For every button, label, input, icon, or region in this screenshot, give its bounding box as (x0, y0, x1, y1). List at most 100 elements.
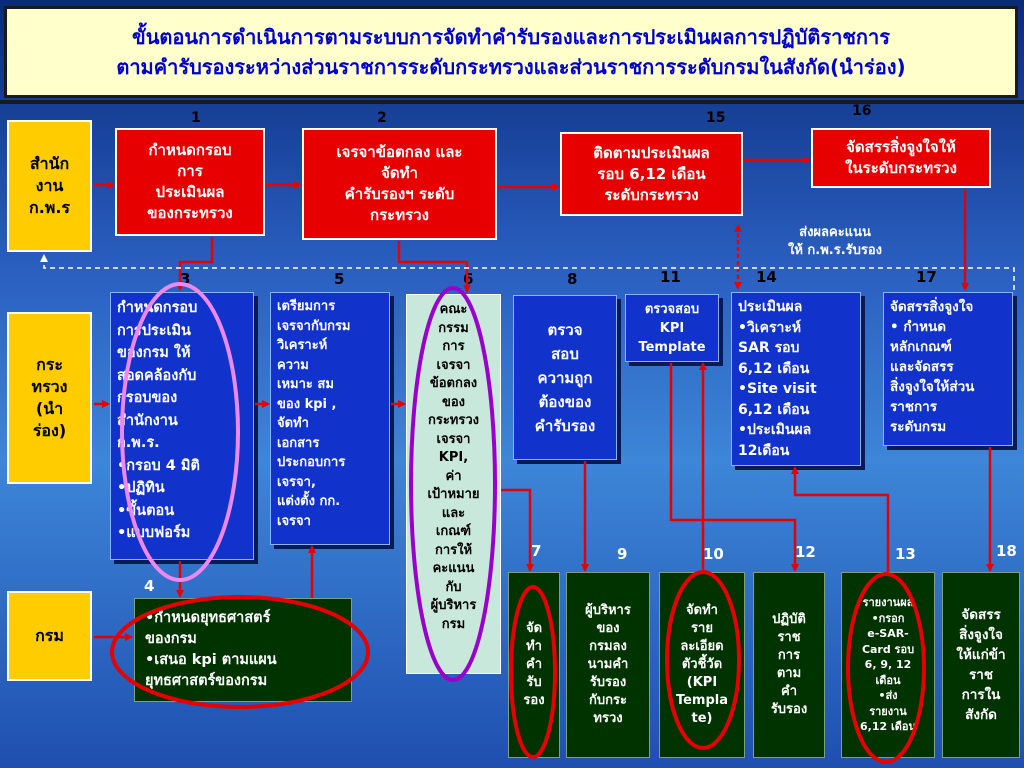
step-number: 10 (703, 545, 724, 563)
box-text: ให้แก่ข้า (956, 647, 1006, 663)
highlight-ellipse (409, 286, 497, 682)
box-text: คำ (781, 684, 797, 699)
step-number: 17 (916, 268, 937, 286)
box-text: กระทรวง (427, 413, 480, 428)
box-text: ระดับกระทรวง (604, 185, 699, 204)
box-text: หลักเกณฑ์ (890, 339, 952, 355)
highlight-ellipse (110, 595, 370, 709)
box-text: ของกระทรวง (147, 204, 233, 222)
step-number: 16 (852, 103, 872, 119)
box-text: ของ (596, 621, 620, 636)
box-text: วิเคราะห์ (277, 338, 328, 353)
box-text: ราชการ (890, 399, 937, 415)
box-text: สำนักงาน (117, 412, 178, 429)
box-text: เตรียมการ (277, 299, 336, 314)
box-text: KPI (659, 320, 685, 336)
box-text: กรอบของ (117, 390, 178, 406)
box-text: เป้าหมาย (427, 487, 480, 502)
highlight-ellipse (846, 572, 926, 764)
box-text: •Site visit (738, 381, 817, 397)
box-text: ของ kpi , (277, 396, 337, 412)
highlight-ellipse (509, 585, 557, 759)
row-label-text: กระ (36, 355, 63, 374)
box-text: ประกอบการ (277, 455, 346, 470)
box-text: เหมาะ สม (277, 377, 334, 392)
step-number: 15 (706, 110, 726, 126)
box-text: เอกสาร (277, 435, 320, 451)
box-text: เจรจา (436, 357, 471, 373)
box-text: ทรวง (593, 711, 623, 726)
row-label-text: ก.พ.ร (29, 198, 70, 217)
arrow (176, 237, 214, 291)
box-text: ของกรม ให้ (117, 345, 191, 361)
box-text: ราช (969, 667, 993, 683)
step-16-box: จัดสรรสิ่งจูงใจให้ ในระดับกระทรวง (811, 128, 991, 188)
box-text: สิ่งจูงใจ (959, 627, 1003, 643)
dashed-return-line (40, 254, 1015, 290)
box-text: การให้ (434, 542, 473, 558)
box-text: คำรับรองฯ ระดับ (344, 185, 455, 203)
box-text: •วิเคราะห์ (738, 319, 802, 336)
box-text: กำหนดกรอบ (117, 300, 198, 316)
box-text: ประเมินผล (155, 183, 225, 201)
box-text: •ปฏิทิน (117, 480, 165, 496)
step-10-box: จัดทำ ราย ละเอียด ตัวชี้วัด (KPI Templa … (659, 572, 745, 758)
box-text: จัด (525, 621, 543, 636)
step-4-box: •กำหนดยุทธศาสตร์ ของกรม •เสนอ kpi ตามแผน… (134, 598, 352, 702)
box-text: •ประเมินผล (738, 422, 812, 438)
box-text: เจรจาข้อตกลง และ (336, 143, 463, 161)
box-text: จัดสรร (961, 607, 1001, 623)
box-text: การ (777, 648, 801, 663)
box-text: ประเมินผล (738, 299, 803, 315)
box-text: ตัวชี้วัด (681, 657, 723, 672)
box-text: เกณฑ์ (435, 524, 472, 539)
box-text: เจรจา (436, 431, 471, 447)
highlight-ellipse (120, 282, 240, 582)
box-text: รอง (523, 693, 545, 708)
box-text: สังกัด (965, 707, 997, 723)
step-14-box: ประเมินผล •วิเคราะห์ SAR รอบ 6,12 เดือน … (731, 292, 861, 466)
box-text: กระทรวง (370, 206, 429, 224)
box-text: กรมลง (589, 639, 627, 654)
step-18-box: จัดสรร สิ่งจูงใจ ให้แก่ข้า ราช การใน สัง… (942, 572, 1020, 758)
box-text: 6,12 เดือน (738, 360, 810, 377)
title-line-2: ตามคำรับรองระหว่างส่วนราชการระดับกระทรวง… (116, 55, 906, 79)
arrow (791, 466, 890, 572)
box-text: ราย (691, 621, 713, 636)
box-text: กับ (445, 579, 462, 595)
row-label-ministry: กระ ทรวง (นำ ร่อง) (7, 312, 92, 484)
box-text: แต่งตั้ง กก. (277, 494, 341, 509)
note-text: ให้ ก.พ.ร.รับรอง (787, 243, 883, 258)
step-number: 9 (617, 545, 628, 563)
box-text: และจัดสรร (890, 359, 954, 375)
box-text: เดือน (875, 673, 901, 687)
box-text: นามคำ (587, 657, 629, 672)
box-text: กับกระ (589, 693, 627, 708)
box-text: จัดสรรสิ่งจูงใจให้ (846, 138, 956, 156)
row-label-text: กรม (35, 626, 64, 645)
step-number: 3 (180, 270, 191, 288)
title-line-1: ขั้นตอนการดำเนินการตามระบบการจัดทำคำรับร… (132, 25, 890, 49)
step-number: 14 (756, 268, 777, 286)
box-text: เจรจา, (277, 474, 316, 490)
box-text: รายงานผล (862, 596, 914, 610)
box-text: •ส่ง (878, 689, 898, 703)
box-text: กรม (441, 616, 466, 632)
row-label-text: สำนัก (29, 154, 70, 173)
box-text: ข้อตกลง (429, 376, 478, 391)
box-text: รับรอง (589, 675, 627, 690)
step-number: 8 (567, 270, 578, 288)
arrow (397, 241, 471, 293)
box-text: 6, 9, 12 (864, 658, 912, 672)
box-text: te) (691, 711, 713, 726)
step-number: 4 (144, 577, 155, 595)
row-label-text: งาน (35, 176, 64, 195)
box-text: ตรวจสอบ (644, 301, 700, 317)
note-text: ส่งผลคะแนน (799, 225, 871, 240)
step-2-box: เจรจาข้อตกลง และ จัดทำ คำรับรองฯ ระดับ ก… (302, 128, 497, 240)
box-text: ค่า (445, 468, 462, 484)
box-text: การ (177, 162, 203, 180)
box-text: •กรอก (871, 611, 905, 625)
box-text: จัดทำ (277, 416, 309, 431)
box-text: •เสนอ kpi ตามแผน (145, 652, 277, 668)
